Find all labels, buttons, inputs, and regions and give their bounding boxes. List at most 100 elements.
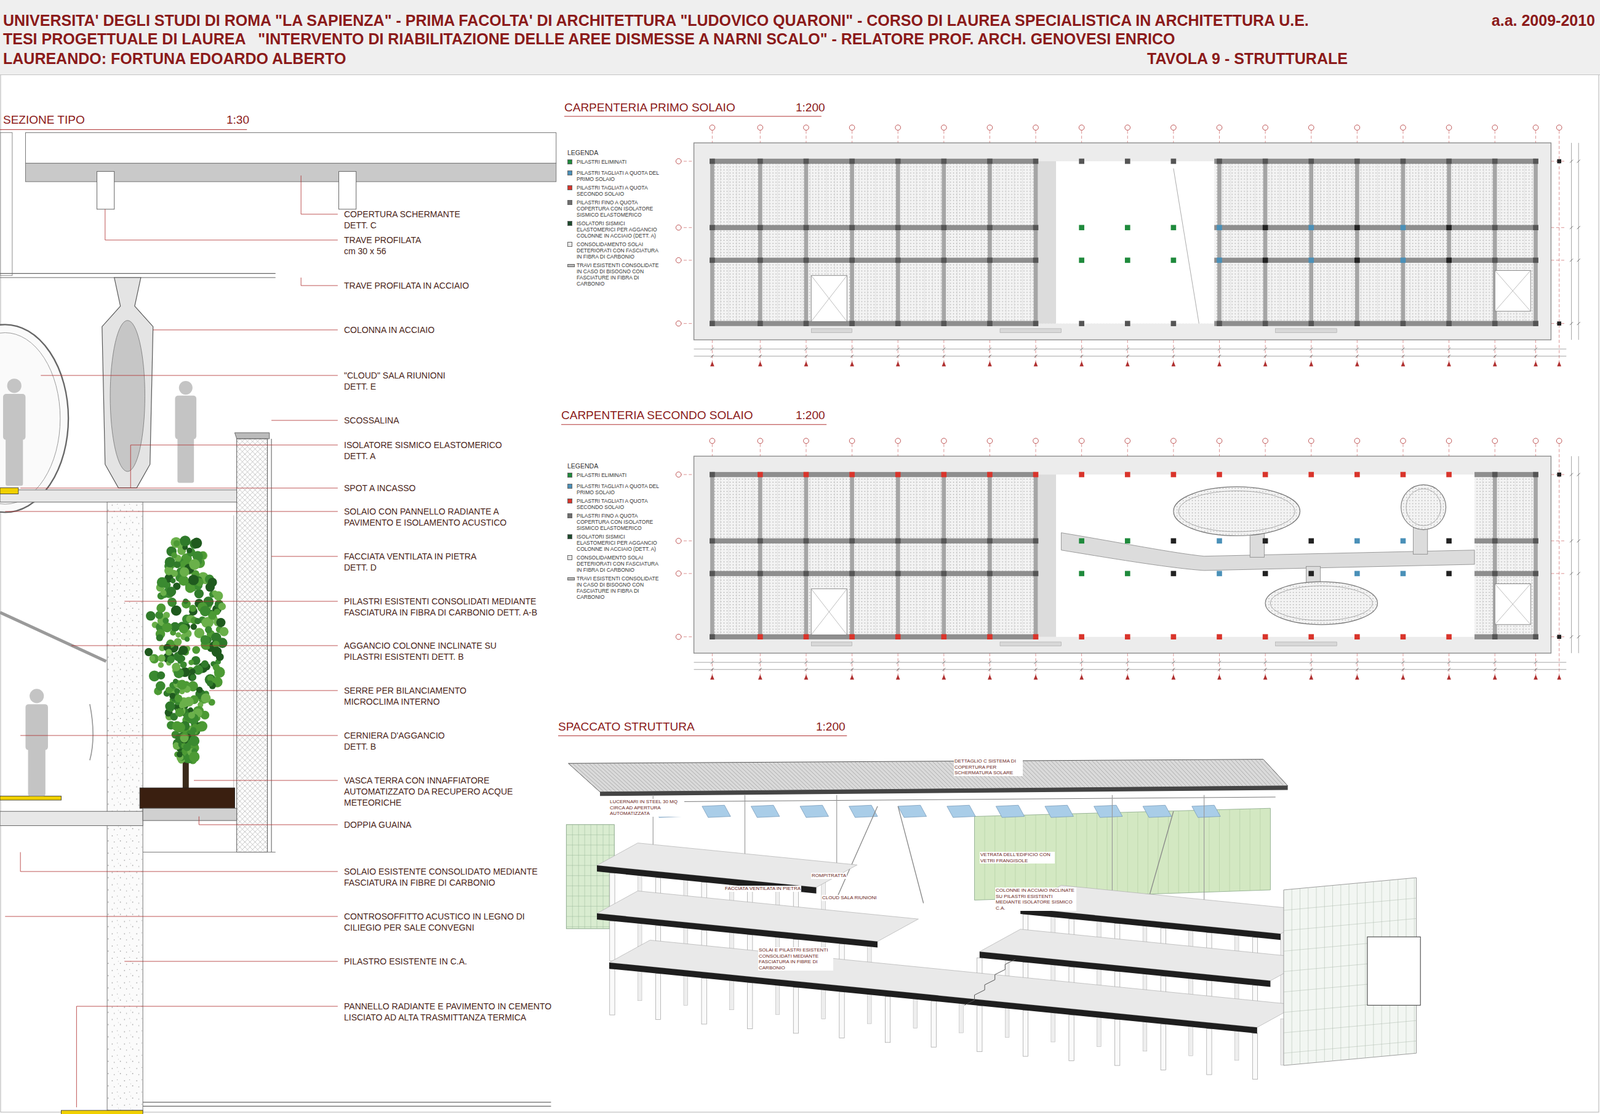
roof-rib bbox=[850, 761, 880, 790]
axis-bubble bbox=[1124, 438, 1131, 444]
glass-mullion bbox=[1307, 887, 1309, 1063]
tree-foliage bbox=[212, 640, 220, 648]
glass-transom bbox=[1283, 897, 1417, 911]
glass-mullion bbox=[1065, 813, 1067, 897]
beam bbox=[712, 538, 1036, 544]
dimension-tick bbox=[1401, 347, 1405, 351]
roof-rib bbox=[592, 763, 624, 792]
roof-rib bbox=[588, 763, 621, 792]
axis-bubble bbox=[675, 538, 682, 544]
roof-rib bbox=[1095, 760, 1122, 788]
joist bbox=[891, 474, 893, 637]
existing-pillar bbox=[1022, 1010, 1028, 1057]
roof-rib bbox=[1116, 760, 1143, 788]
column bbox=[1078, 538, 1085, 544]
column bbox=[1354, 571, 1360, 577]
tree-foliage bbox=[188, 659, 194, 666]
joist bbox=[801, 474, 803, 637]
column bbox=[1033, 257, 1039, 264]
axonometric-view bbox=[566, 759, 1421, 1080]
column bbox=[1400, 571, 1407, 577]
axis-bubble bbox=[1124, 124, 1131, 131]
glass-mullion bbox=[1356, 883, 1358, 1059]
roof-rib bbox=[621, 763, 653, 792]
dimension-tick bbox=[1080, 660, 1084, 664]
roof-rib bbox=[1218, 759, 1244, 786]
joist bbox=[972, 474, 974, 637]
dimension-tick bbox=[1034, 347, 1038, 351]
dimension-tick bbox=[1534, 667, 1538, 671]
title-underline bbox=[0, 129, 247, 130]
existing-pillar bbox=[1068, 1014, 1074, 1061]
joist bbox=[972, 161, 974, 324]
beam bbox=[1308, 161, 1314, 324]
title-block: UNIVERSITA' DEGLI STUDI DI ROMA "LA SAPI… bbox=[0, 0, 1600, 76]
section-title: CARPENTERIA PRIMO SOLAIO bbox=[564, 100, 736, 115]
axis-bubble bbox=[987, 124, 993, 131]
column bbox=[895, 571, 901, 577]
column bbox=[1446, 158, 1452, 165]
glass-mullion bbox=[1116, 812, 1118, 895]
ground-line bbox=[142, 1101, 551, 1103]
axis-bubble bbox=[1556, 438, 1562, 444]
legend-text: TRAVI ESISTENTI CONSOLIDATE IN CASO DI B… bbox=[576, 262, 663, 287]
axis-arrow bbox=[1533, 674, 1538, 680]
cloud-room bbox=[1265, 581, 1378, 625]
joist bbox=[777, 474, 778, 637]
column bbox=[1400, 224, 1407, 231]
roof-rib bbox=[1259, 759, 1284, 786]
joist bbox=[964, 474, 966, 637]
roof-rib bbox=[1034, 760, 1062, 788]
column bbox=[1216, 158, 1223, 165]
dimension-tick bbox=[1126, 354, 1130, 358]
legend-text: PILASTRI ELIMINATI bbox=[576, 472, 663, 479]
dimension-tick bbox=[1493, 660, 1497, 664]
roof-rib bbox=[596, 763, 629, 792]
column bbox=[849, 633, 855, 640]
roof-rib bbox=[613, 763, 645, 792]
roof-rib bbox=[1091, 760, 1119, 788]
axis-bubble bbox=[1308, 124, 1314, 131]
column bbox=[757, 571, 764, 577]
legend-entry: PILASTRI TAGLIATI A QUOTA SECONDO SOLAIO bbox=[567, 497, 666, 511]
existing-pillar bbox=[1206, 1028, 1212, 1075]
legend-swatch bbox=[567, 185, 573, 191]
scale-label: 1:200 bbox=[795, 100, 826, 115]
axis-bubble bbox=[1492, 438, 1498, 444]
roof-rib bbox=[1079, 760, 1106, 788]
joist bbox=[964, 161, 966, 324]
steel-beam bbox=[0, 273, 276, 274]
existing-pillar bbox=[884, 996, 890, 1043]
roof-rib bbox=[580, 763, 613, 792]
column bbox=[1171, 224, 1177, 231]
glass-mullion bbox=[1086, 812, 1087, 896]
roof-rib bbox=[923, 761, 952, 789]
column bbox=[1262, 224, 1269, 231]
person-body bbox=[25, 704, 48, 751]
roof-rib bbox=[895, 761, 924, 789]
joist bbox=[956, 161, 958, 324]
column bbox=[1216, 472, 1223, 478]
leader-line bbox=[300, 175, 338, 215]
axis-arrow bbox=[710, 674, 715, 680]
joist bbox=[1014, 474, 1015, 637]
beam bbox=[1533, 161, 1538, 324]
column bbox=[895, 633, 901, 640]
dimension-tick bbox=[988, 354, 992, 358]
roof-rib bbox=[1087, 760, 1114, 788]
joist bbox=[1328, 161, 1329, 324]
person-legs bbox=[5, 436, 23, 487]
annotation-label: VETRATA DELL'EDIFICIO CON VETRI FRANGISO… bbox=[979, 851, 1055, 864]
joist bbox=[859, 474, 860, 637]
roof-post bbox=[97, 171, 115, 210]
joist bbox=[932, 474, 933, 637]
floor-strip bbox=[0, 795, 61, 800]
roof-rib bbox=[1144, 760, 1171, 788]
footbridge bbox=[1060, 532, 1475, 571]
roof-rib bbox=[1222, 759, 1247, 786]
roof-rib bbox=[891, 761, 920, 789]
dimension-line bbox=[1578, 142, 1580, 340]
dimension-tick bbox=[1577, 539, 1581, 543]
